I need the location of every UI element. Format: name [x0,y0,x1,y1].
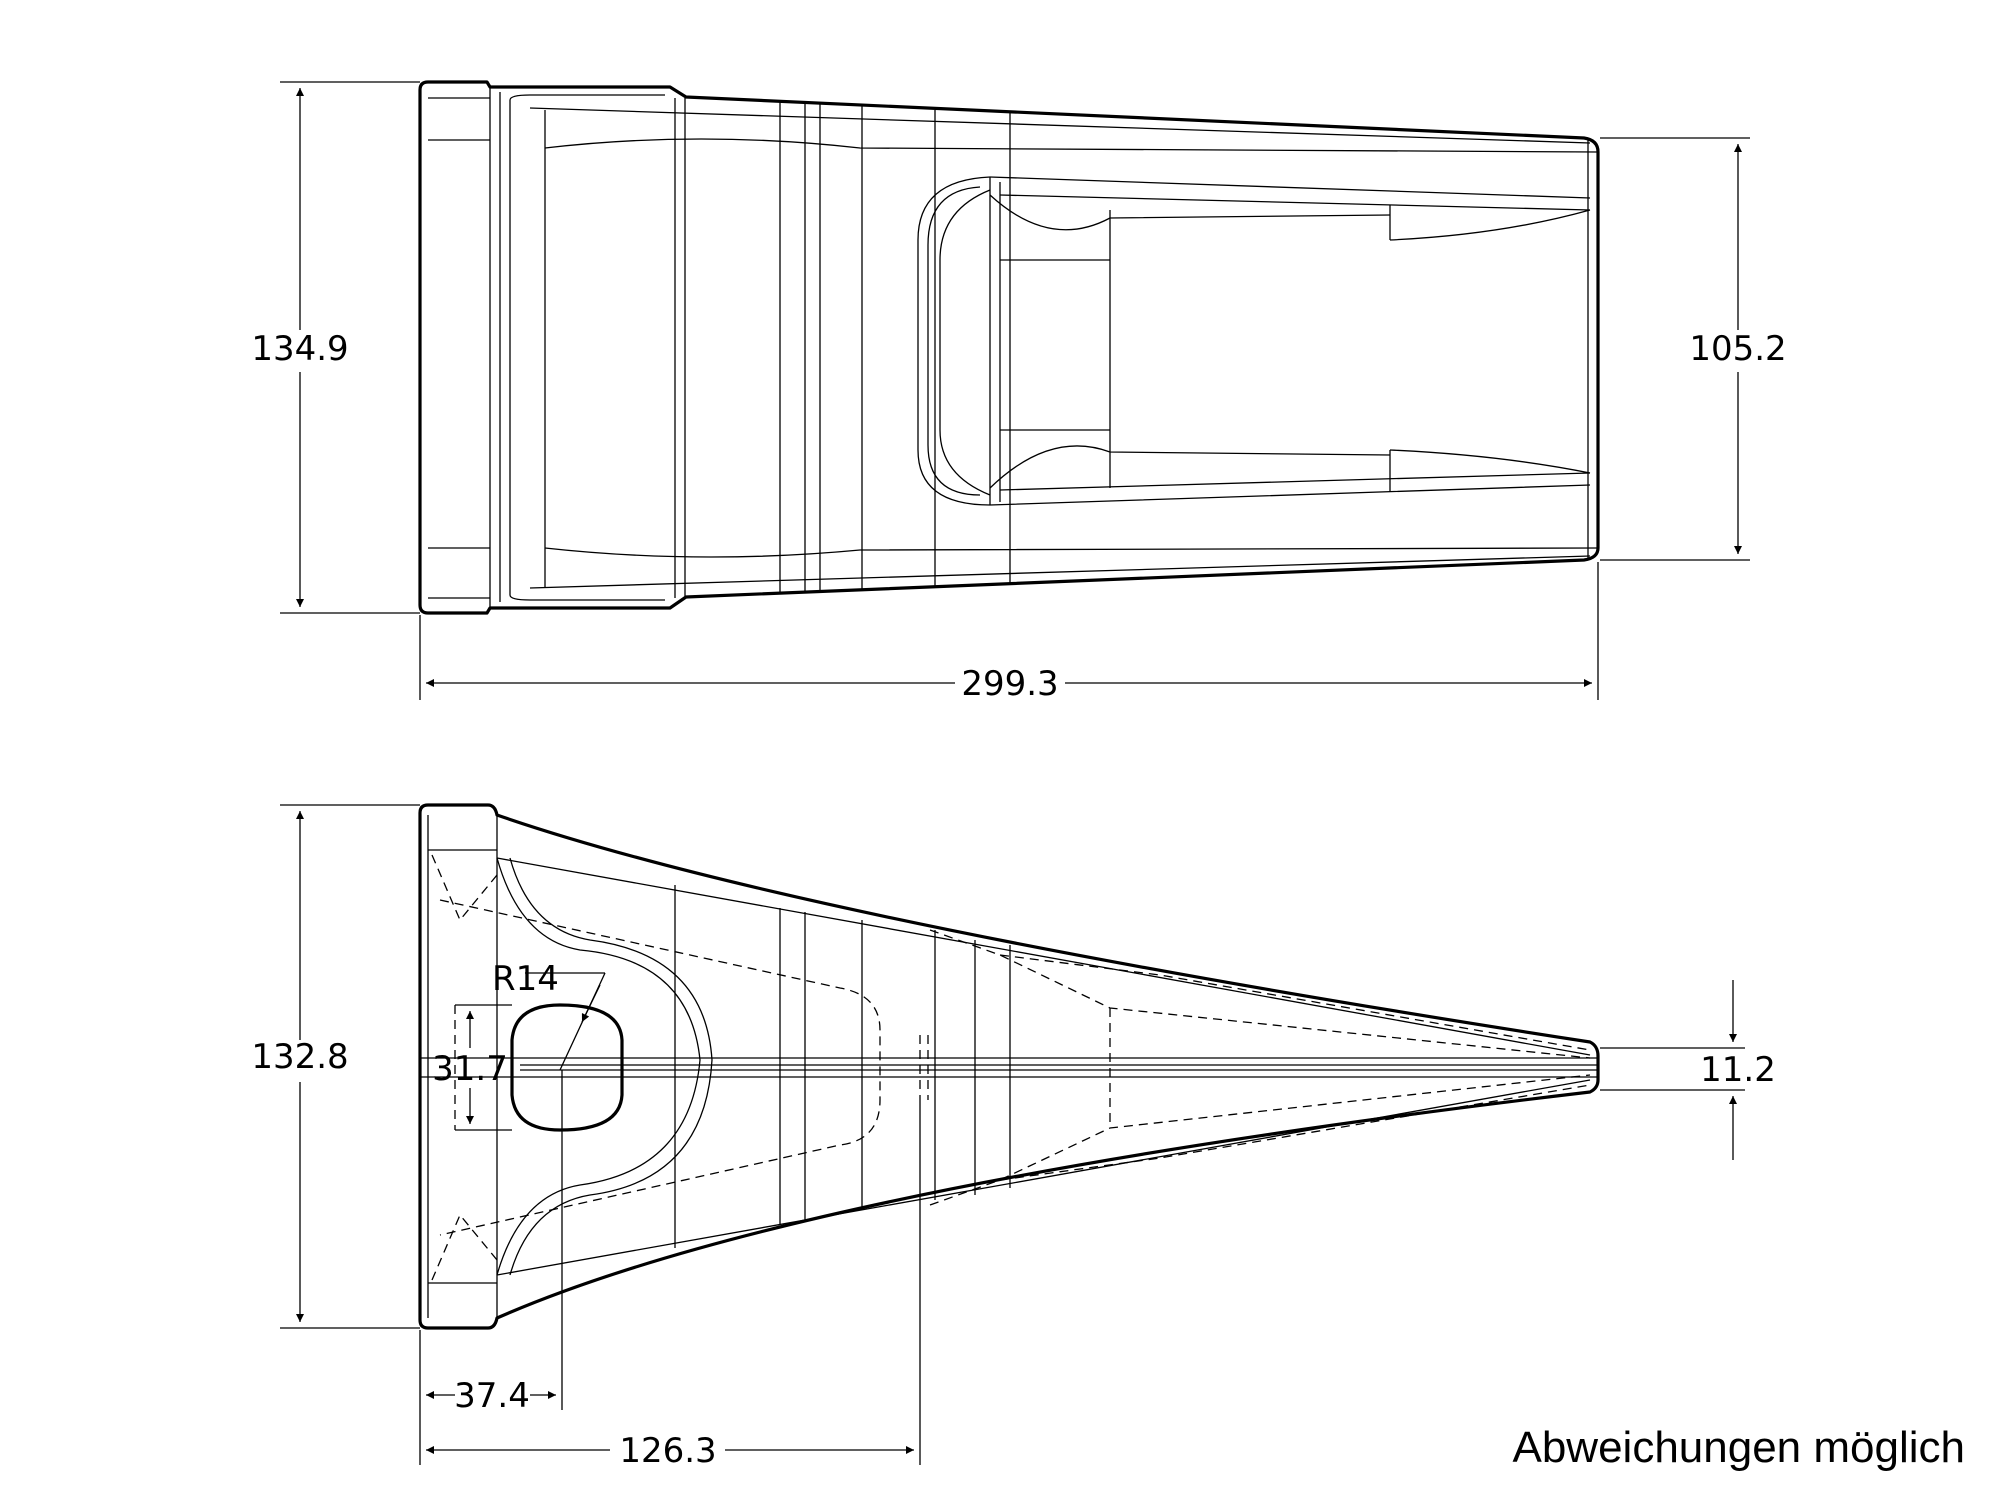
top-view-dimensions: 134.9 105.2 299.3 [251,81,1787,704]
top-view [418,80,1600,615]
dim-hole-offset: 37.4 [454,1376,530,1416]
top-view-pocket [989,176,1591,506]
side-view [418,803,1600,1330]
dim-hole-radius: R14 [492,959,559,999]
side-view-dimensions: 132.8 R14 31.7 11.2 37.4 126.3 [251,804,1776,1471]
dim-side-height: 132.8 [251,1037,348,1077]
dim-hole-height: 31.7 [432,1049,508,1089]
deviation-note: Abweichungen möglich [1512,1423,1965,1472]
top-view-outline [418,80,1600,615]
dim-top-height-left: 134.9 [251,329,348,369]
side-view-throat [496,857,701,1276]
side-view-outline [418,803,1600,1330]
side-view-hole [510,1003,624,1132]
dim-top-height-right: 105.2 [1689,329,1786,369]
dim-pocket-depth: 126.3 [619,1431,716,1471]
dim-tip-thickness: 11.2 [1700,1050,1776,1090]
dim-top-length: 299.3 [961,664,1058,704]
